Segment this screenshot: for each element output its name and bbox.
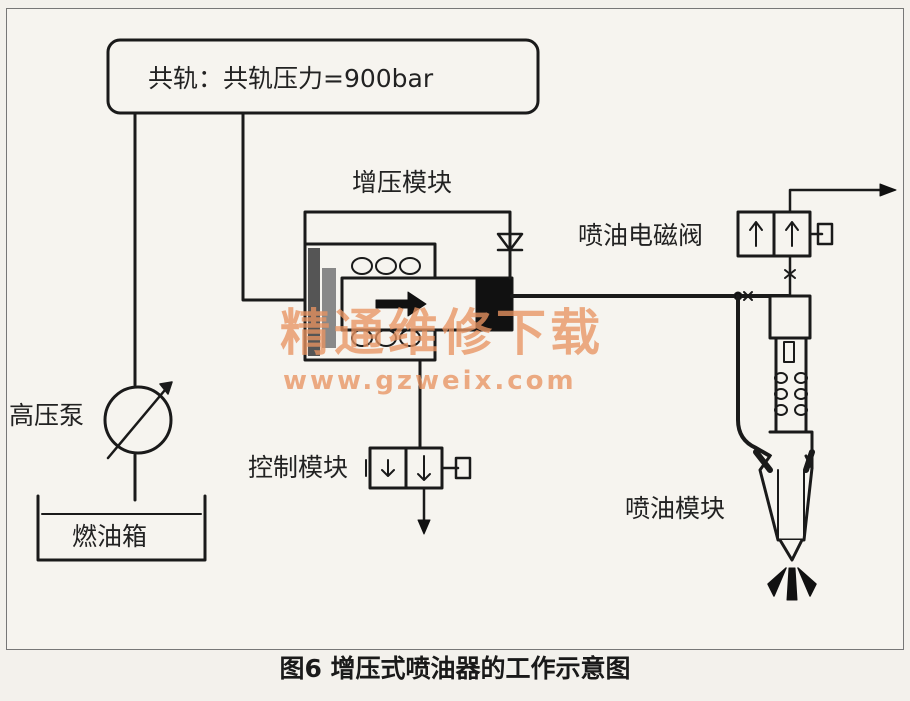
solenoid-outlet-line: [788, 188, 890, 214]
booster-plunger: [475, 277, 513, 331]
pump-icon: [103, 385, 173, 455]
spray-center-icon: [786, 567, 798, 601]
control-label: 控制模块: [248, 453, 349, 482]
fuel-tank: [36, 494, 207, 562]
watermark-url: www.gzweix.com: [283, 366, 577, 396]
rail-to-booster-line: [241, 111, 307, 302]
pump-arrow-icon: [106, 382, 172, 460]
spray-left-icon: [767, 567, 787, 597]
tank-label: 燃油箱: [72, 522, 148, 551]
figure-caption: 图6 增压式喷油器的工作示意图: [279, 654, 631, 683]
injector-body: [768, 294, 812, 340]
booster-bypass-line: [303, 210, 512, 280]
spray-right-icon: [797, 567, 817, 597]
check-valve-icon: [496, 232, 524, 252]
common-rail-box: [106, 38, 540, 115]
injector-feed-line: [736, 294, 772, 458]
injector-label: 喷油模块: [625, 494, 726, 523]
watermark-text: 精通维修下载: [280, 304, 604, 362]
booster-label: 增压模块: [352, 168, 453, 197]
pump-label: 高压泵: [9, 401, 85, 430]
nozzle-tip: [778, 538, 804, 562]
piston-arrow-icon: [375, 291, 427, 317]
common-rail-label: 共轨：共轨压力=900bar: [148, 64, 434, 93]
solenoid-label: 喷油电磁阀: [578, 221, 704, 250]
